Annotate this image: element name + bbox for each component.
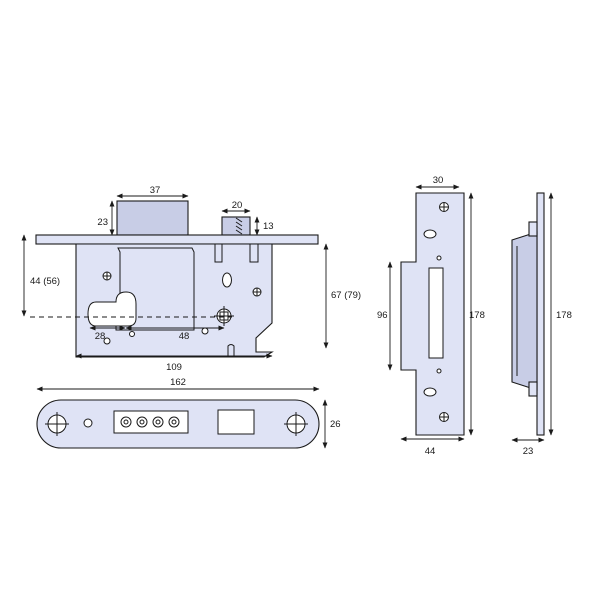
oval-hole	[222, 272, 232, 288]
dim-keep-top-width: 30	[433, 175, 444, 186]
strike-keep-dimensions	[387, 184, 474, 442]
keep-slot	[428, 267, 444, 359]
strike-side-dimensions	[511, 192, 554, 443]
strike-keep-front	[400, 192, 465, 436]
latch-frame	[214, 244, 259, 263]
dim-keep-side-depth: 23	[523, 446, 534, 457]
latch-hatching	[235, 217, 243, 235]
dim-cylinder-right: 48	[179, 331, 190, 342]
keep-side-lip-top	[528, 221, 538, 237]
dim-cylinder-left: 28	[95, 331, 106, 342]
keep-side-lip-bottom	[528, 381, 538, 397]
case-screw-1	[102, 271, 112, 281]
deadbolt	[116, 200, 189, 236]
faceplate-small-hole	[83, 418, 93, 428]
case-screw-2	[252, 287, 262, 297]
dim-keep-side-height: 178	[556, 310, 572, 321]
small-hole-2	[201, 327, 209, 335]
faceplate-dimensions	[36, 386, 328, 449]
latch-opening	[113, 410, 189, 434]
dim-keep-face-height: 96	[377, 310, 388, 321]
dim-case-bolt-width: 37	[150, 185, 161, 196]
dim-overall-height: 67 (79)	[331, 290, 361, 301]
keep-hole-bottom	[436, 368, 442, 374]
keep-screw-top	[439, 202, 449, 212]
main-body-dimensions	[21, 193, 329, 359]
latch-rollers	[120, 416, 180, 428]
dim-faceplate-length: 162	[170, 377, 186, 388]
faceplate-screw-right	[284, 412, 308, 436]
dim-case-width: 109	[166, 362, 182, 373]
strike-keep-side	[511, 192, 545, 436]
cylinder-cutout	[87, 291, 137, 327]
dim-backset: 44 (56)	[30, 276, 60, 287]
keep-side-plate	[536, 192, 545, 436]
bottom-notch	[227, 344, 235, 357]
keep-side-box	[511, 231, 538, 391]
faceplate-screw-left	[45, 412, 69, 436]
keep-screw-bottom	[439, 412, 449, 422]
keep-oval-top	[423, 229, 437, 239]
dim-latch-width: 20	[232, 200, 243, 211]
small-hole-3	[129, 331, 135, 337]
dim-case-bolt-height: 23	[97, 217, 108, 228]
dim-latch-height: 13	[263, 221, 274, 232]
keep-hole-top	[436, 255, 442, 261]
small-hole-1	[103, 337, 111, 345]
dim-keep-front-height: 178	[469, 310, 485, 321]
dim-faceplate-width: 26	[330, 419, 341, 430]
follower-spindle	[214, 306, 234, 326]
deadbolt-opening	[217, 409, 255, 435]
lock-case-view	[35, 200, 319, 358]
dim-keep-base-width: 44	[425, 446, 436, 457]
faceplate-view	[36, 399, 320, 449]
forend-plate	[35, 234, 319, 245]
keep-oval-bottom	[423, 387, 437, 397]
